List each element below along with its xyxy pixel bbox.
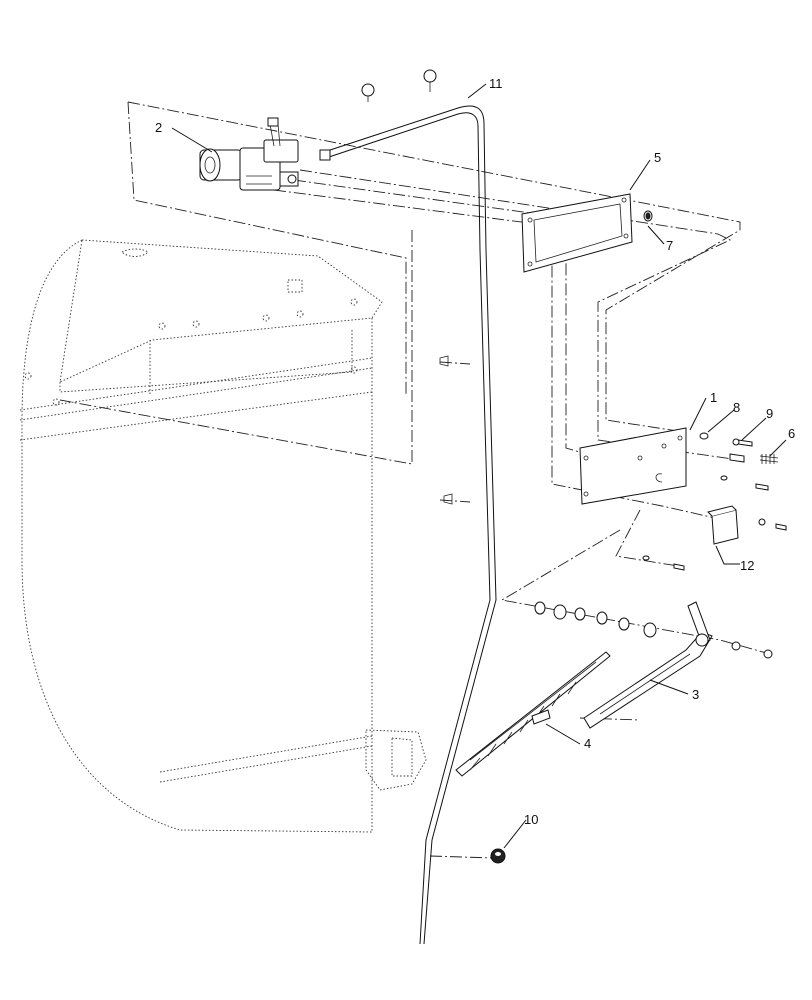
nut-icon (643, 210, 653, 222)
wiper-blade-icon (455, 651, 611, 777)
washer-stack (534, 601, 773, 659)
callout-6: 6 (788, 426, 795, 441)
callout-10: 10 (524, 812, 538, 827)
callout-labels: 1 2 3 4 5 6 7 8 9 10 11 12 (155, 76, 795, 827)
wiper-motor-icon (199, 117, 299, 191)
fastener-hardware (642, 432, 787, 571)
callout-1: 1 (710, 390, 717, 405)
callout-2: 2 (155, 120, 162, 135)
callout-5: 5 (654, 150, 661, 165)
washer-hose-icon (319, 69, 497, 945)
callout-4: 4 (584, 736, 591, 751)
gasket-icon (521, 193, 633, 273)
callout-9: 9 (766, 406, 773, 421)
callout-7: 7 (666, 238, 673, 253)
cab-window-frame (19, 239, 427, 833)
grommet-icon (490, 848, 506, 864)
callout-8: 8 (733, 400, 740, 415)
leader-lines (171, 83, 787, 849)
callout-3: 3 (692, 687, 699, 702)
nozzle-icon (439, 355, 453, 505)
mount-plate-icon (579, 427, 687, 505)
bracket-icon (707, 505, 739, 545)
callout-11: 11 (489, 76, 503, 91)
wiper-arm-icon (583, 601, 713, 729)
callout-12: 12 (740, 558, 754, 573)
